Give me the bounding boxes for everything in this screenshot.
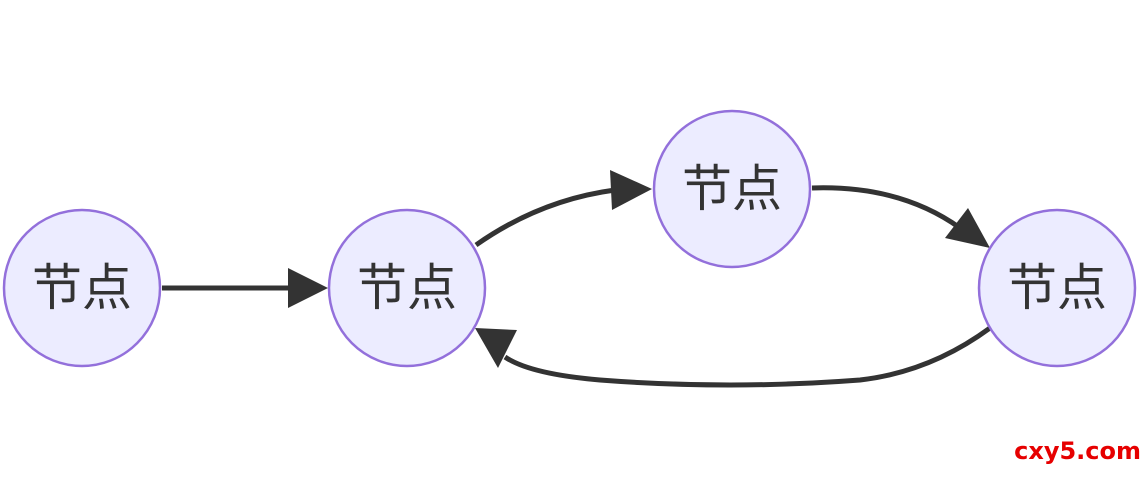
node-n2-label: 节点 (357, 259, 457, 317)
edge-n4-n2 (503, 325, 992, 388)
node-n4-label: 节点 (1007, 259, 1107, 317)
node-n4-circle (977, 208, 1137, 368)
edge-n2-n3 (474, 187, 616, 248)
arrowhead-n4-n2 (475, 328, 517, 368)
node-n3-label: 节点 (682, 160, 782, 218)
edge-n3-n4 (811, 185, 962, 231)
node-n3[interactable]: 节点 (652, 109, 812, 269)
arrowhead-n3-n4 (945, 208, 990, 248)
arrowhead-n2-n3 (610, 170, 652, 210)
node-n2[interactable]: 节点 (327, 208, 487, 368)
node-n1-label: 节点 (32, 259, 132, 317)
node-n1-circle (2, 208, 162, 368)
node-n2-circle (327, 208, 487, 368)
node-n3-circle (652, 109, 812, 269)
node-n1[interactable]: 节点 (2, 208, 162, 368)
watermark-text: cxy5.com (1014, 437, 1141, 465)
arrowhead-n1-n2 (288, 268, 328, 308)
node-n4[interactable]: 节点 (977, 208, 1137, 368)
